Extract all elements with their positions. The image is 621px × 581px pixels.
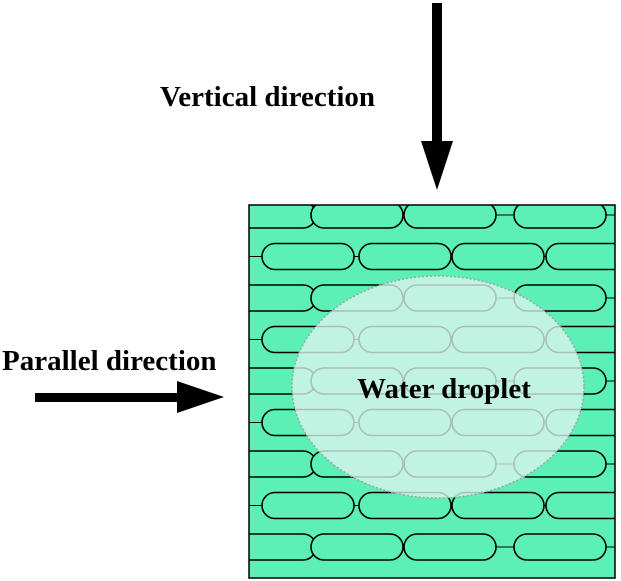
groove-slot <box>249 205 317 229</box>
groove-slot <box>451 242 545 271</box>
parallel-arrow-icon <box>35 381 224 413</box>
groove-slot <box>545 242 615 271</box>
groove-slot <box>249 450 317 478</box>
groove-slot <box>513 533 607 561</box>
water-droplet <box>291 275 585 499</box>
groove-slot <box>310 533 404 561</box>
groove-slot <box>545 491 615 520</box>
groove-slot <box>403 205 497 229</box>
groove-slot <box>249 533 317 561</box>
groove-slot <box>513 205 607 229</box>
surface-border <box>248 204 616 579</box>
groove-slot <box>310 205 404 229</box>
parallel-direction-label: Parallel direction <box>2 345 217 377</box>
water-droplet-label: Water droplet <box>357 373 531 405</box>
groove-slot <box>403 533 497 561</box>
groove-slot <box>513 284 607 312</box>
groove-slot <box>261 242 355 271</box>
groove-slot <box>249 284 317 312</box>
vertical-arrow-icon <box>421 3 453 190</box>
groove-slot <box>261 491 355 520</box>
groove-slot <box>358 242 452 271</box>
groove-slot <box>451 491 545 520</box>
vertical-direction-label: Vertical direction <box>160 81 375 113</box>
